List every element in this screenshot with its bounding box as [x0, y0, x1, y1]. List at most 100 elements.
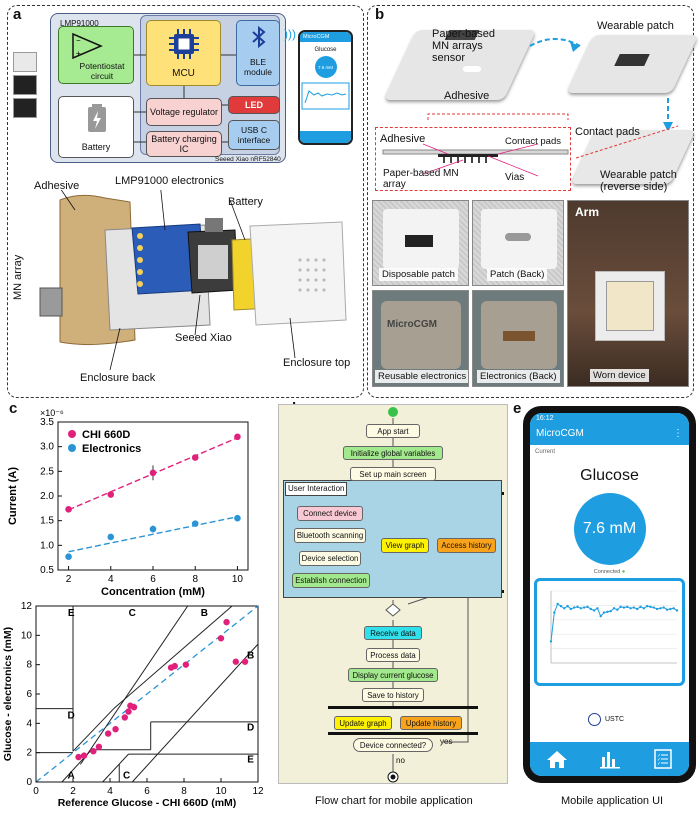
- label-reverse: Wearable patch (reverse side): [600, 169, 677, 193]
- history-point: [573, 606, 576, 609]
- data-point: [80, 752, 88, 759]
- process-arrows: [529, 38, 673, 132]
- fc-update-graph: Update graph: [334, 716, 392, 730]
- history-point: [672, 607, 675, 610]
- connected-text: Connected: [593, 569, 621, 575]
- data-point: [107, 491, 115, 498]
- electrode-icons: [13, 52, 41, 122]
- fit-line: [68, 516, 238, 553]
- history-point: [629, 607, 632, 610]
- y-tick-label: 6: [26, 689, 32, 700]
- data-point: [112, 726, 119, 733]
- data-point: [90, 748, 97, 755]
- history-point: [586, 605, 589, 609]
- potentiostat-label: Potentiostat circuit: [79, 61, 125, 81]
- block-wires: [134, 54, 236, 143]
- history-point: [549, 640, 553, 643]
- led-label: LED: [245, 100, 263, 110]
- phone-header: MicroCGM: [300, 32, 351, 42]
- label-battery-a: Battery: [228, 196, 263, 208]
- identity-line: [35, 605, 259, 783]
- caption-disposable: Disposable patch: [379, 268, 458, 281]
- data-point: [232, 658, 239, 665]
- x-tick-label: 2: [66, 574, 72, 585]
- label-x-paper: Paper-based MN array: [383, 168, 459, 190]
- legend-label: CHI 660D: [82, 429, 130, 441]
- data-point: [241, 658, 249, 665]
- user-interaction-label: User Interaction: [285, 482, 348, 496]
- y-tick-label: 4: [26, 718, 32, 729]
- glucose-title: Glucose: [580, 467, 639, 484]
- data-point: [130, 704, 138, 711]
- x-tick-label: 4: [108, 574, 114, 585]
- x-axis-label: Concentration (mM): [101, 586, 205, 598]
- battery-icon: [88, 104, 106, 132]
- y-tick-label: 3.5: [40, 417, 54, 428]
- zone-boundary: [79, 605, 189, 765]
- y-tick-label: 3.0: [40, 442, 54, 453]
- data-point: [75, 753, 82, 761]
- label-mn-sensor: Paper-based MN arrays sensor: [432, 28, 495, 64]
- caption-e: Mobile application UI: [561, 795, 664, 807]
- label-x-vias: Vias: [505, 172, 525, 183]
- caption-worn: Worn device: [590, 369, 649, 382]
- label-wearable-patch: Wearable patch: [597, 20, 674, 32]
- history-point: [566, 604, 569, 608]
- svg-text:✓: ✓: [657, 753, 661, 759]
- x-tick-label: 4: [107, 786, 113, 797]
- panel-b-label: b: [375, 6, 385, 23]
- label-x-contact-pads: Contact pads: [505, 136, 561, 147]
- board-name: Seeed Xiao nRF52840: [215, 156, 281, 163]
- zone-label: C: [129, 608, 136, 619]
- data-point: [182, 661, 190, 668]
- history-point: [645, 604, 649, 608]
- label-lmp-electronics: LMP91000 electronics: [115, 175, 224, 187]
- x-tick-label: 0: [33, 786, 39, 797]
- zone-boundary: [102, 753, 129, 783]
- overflow-menu-icon[interactable]: ⋮: [673, 428, 683, 439]
- glucose-value-circle: 7.6 mM: [573, 493, 646, 565]
- fc-establish: Establish connection: [292, 573, 370, 588]
- svg-text:✓: ✓: [657, 757, 661, 763]
- zone-label: D: [68, 711, 75, 722]
- fc-view-graph: View graph: [381, 538, 429, 553]
- home-icon[interactable]: [546, 749, 568, 769]
- fc-process: Process data: [366, 648, 420, 662]
- photo-electronics-back: Electronics (Back): [472, 290, 564, 387]
- legend-marker: [68, 430, 76, 438]
- history-point: [612, 607, 616, 610]
- photo-arm: Arm Worn device: [567, 200, 689, 387]
- data-point: [95, 743, 103, 750]
- history-point: [636, 607, 639, 611]
- label-enclosure-top: Enclosure top: [283, 357, 351, 369]
- potentiostat-block: −+ Potentiostat circuit: [58, 26, 134, 84]
- mcu-label: MCU: [172, 68, 195, 79]
- usb-block: USB C interface: [228, 120, 280, 150]
- data-point: [107, 533, 115, 541]
- checklist-icon[interactable]: ✓✓✓: [652, 749, 674, 769]
- sensor-hole: [463, 66, 481, 72]
- photo-reusable: MicroCGM Reusable electronics: [372, 290, 469, 387]
- label-seeed-xiao: Seeed Xiao: [175, 332, 232, 344]
- data-point: [223, 618, 230, 626]
- fc-no: no: [396, 756, 405, 765]
- history-point: [609, 609, 612, 613]
- history-point: [642, 607, 646, 610]
- data-point: [149, 469, 157, 477]
- zone-label: D: [247, 722, 254, 733]
- data-point: [104, 730, 112, 737]
- y-tick-label: 12: [21, 601, 33, 612]
- current-label: Current: [535, 449, 556, 455]
- ble-block: BLE module: [236, 20, 280, 86]
- battery-block: Battery: [58, 96, 134, 158]
- history-point: [659, 607, 662, 610]
- connection-status: Connected ●: [530, 569, 689, 575]
- glucose-history-graph[interactable]: [534, 578, 685, 686]
- phone-screen: 16:12 MicroCGM ⋮ Current Glucose 7.6 mM …: [530, 413, 689, 776]
- x-tick-label: 8: [192, 574, 198, 585]
- bar-chart-icon[interactable]: [599, 749, 621, 769]
- zone-label: E: [68, 608, 75, 619]
- fc-device-sel: Device selection: [299, 551, 361, 566]
- panel-a: [7, 5, 364, 398]
